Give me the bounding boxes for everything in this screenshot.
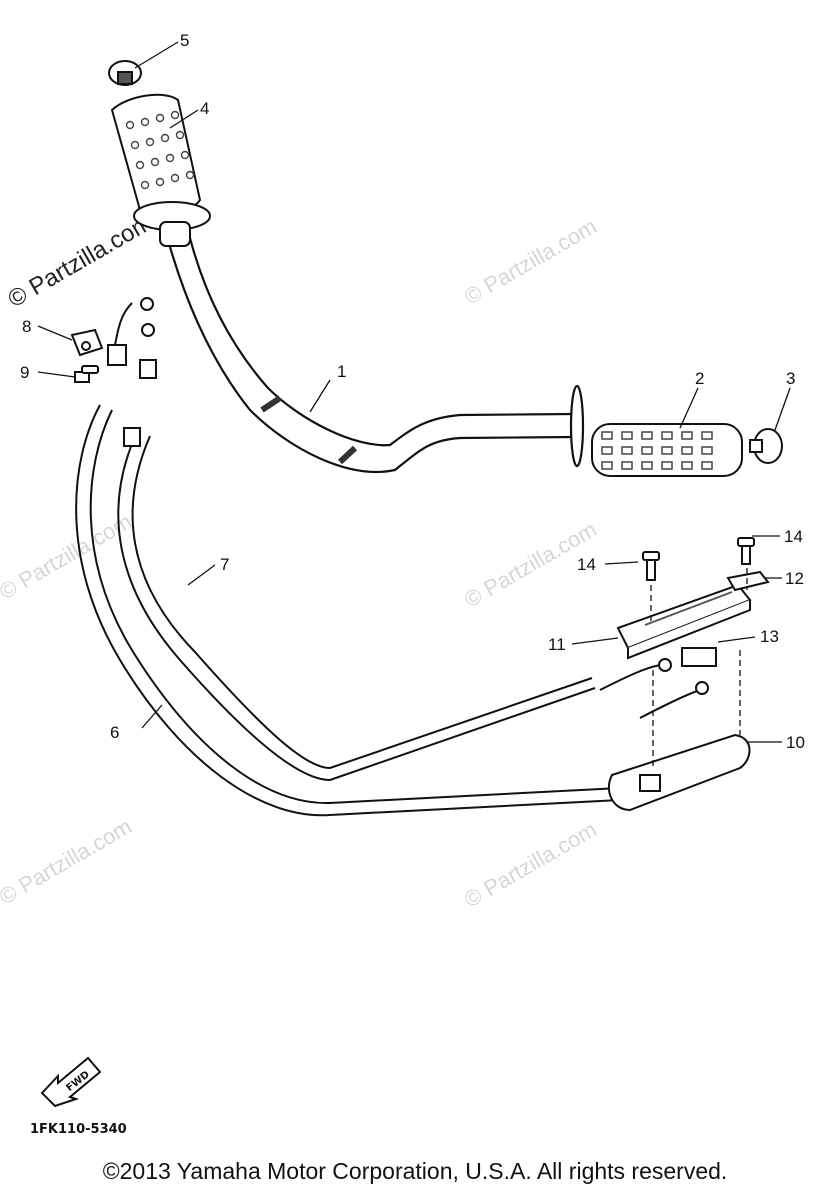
callout-11: 11	[548, 635, 566, 654]
handlebar	[166, 237, 585, 474]
left-end-cap	[108, 60, 142, 86]
watermark: © Partzilla.com	[460, 817, 601, 913]
callout-12: 12	[785, 569, 804, 588]
callouts: 1 2 3 4 5 6 7 8 9 10 11 12 13 14 14	[20, 31, 805, 752]
callout-9: 9	[20, 363, 29, 382]
cable-clamp	[70, 328, 104, 357]
callout-1: 1	[337, 362, 346, 381]
plate	[726, 570, 770, 592]
right-grip	[591, 423, 743, 477]
callout-3: 3	[786, 369, 795, 388]
callout-10: 10	[786, 733, 805, 752]
leader-lines	[37, 41, 791, 743]
assembly-guides	[650, 568, 748, 770]
watermark: © Partzilla.com	[4, 209, 158, 313]
screw	[737, 537, 755, 565]
right-end-cap	[749, 428, 783, 464]
callout-2: 2	[695, 369, 704, 388]
callout-7: 7	[220, 555, 229, 574]
screw	[642, 551, 660, 581]
connector-block	[681, 647, 717, 667]
watermark: © Partzilla.com	[0, 509, 136, 605]
forward-direction-arrow-icon: FWD	[40, 1056, 102, 1108]
cables	[75, 297, 709, 817]
callout-14: 14	[784, 527, 803, 546]
watermark: © Partzilla.com	[460, 214, 601, 310]
copyright-notice: ©2013 Yamaha Motor Corporation, U.S.A. A…	[102, 1158, 728, 1184]
switch-lower-housing	[607, 733, 751, 812]
callout-14: 14	[577, 555, 596, 574]
callout-8: 8	[22, 317, 31, 336]
screw	[74, 365, 99, 383]
callout-4: 4	[200, 99, 209, 118]
watermark: © Partzilla.com	[0, 814, 136, 910]
switch-upper-body	[616, 583, 752, 660]
part-code: 1FK110-5340	[30, 1122, 127, 1137]
callout-13: 13	[760, 627, 779, 646]
callout-5: 5	[180, 31, 189, 50]
watermark-layer: © Partzilla.com © Partzilla.com © Partzi…	[0, 209, 601, 912]
left-grip	[110, 93, 211, 247]
callout-6: 6	[110, 723, 119, 742]
